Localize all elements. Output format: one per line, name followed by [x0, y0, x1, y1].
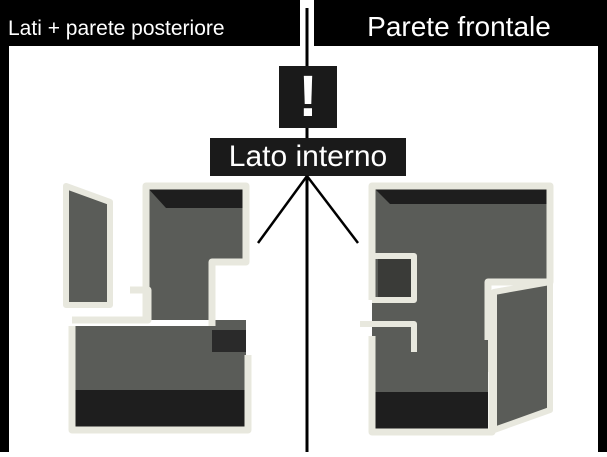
inner-side-label-box	[210, 138, 406, 176]
right-profile-lower-shadow	[372, 392, 488, 430]
left-profile-lower-outline	[68, 326, 252, 434]
callout-line-right	[306, 175, 359, 244]
left-header-band	[0, 0, 300, 46]
warning-icon: !	[298, 64, 318, 129]
right-profile-top-shadow	[372, 186, 550, 204]
right-profile-top-outline	[368, 182, 554, 372]
left-profile-slot-floor	[212, 330, 246, 352]
left-profile-mid-web	[72, 286, 152, 324]
right-profile-panel-right	[491, 279, 553, 433]
left-header-label: Lati + parete posteriore	[8, 17, 225, 40]
left-profile	[63, 182, 252, 434]
left-frame-border	[0, 0, 9, 452]
right-profile-inner-slot	[378, 256, 414, 300]
right-profile-inner-slot-outline	[372, 253, 417, 303]
left-profile-upper-shadow	[146, 186, 246, 208]
right-frame-border	[598, 0, 607, 452]
left-profile-lower-shadow	[72, 390, 246, 428]
inner-side-label: Lato interno	[228, 140, 388, 173]
right-profile-lower-outline	[368, 296, 496, 436]
right-header-label: Parete frontale	[367, 11, 551, 42]
left-profile-upper-face	[146, 186, 246, 355]
right-profile-mid-web	[360, 321, 417, 352]
left-profile-panel-upper	[63, 183, 113, 308]
right-header-band	[314, 0, 607, 46]
right-profile	[360, 182, 554, 436]
callout-line-left	[256, 175, 309, 244]
warning-box	[279, 66, 337, 128]
